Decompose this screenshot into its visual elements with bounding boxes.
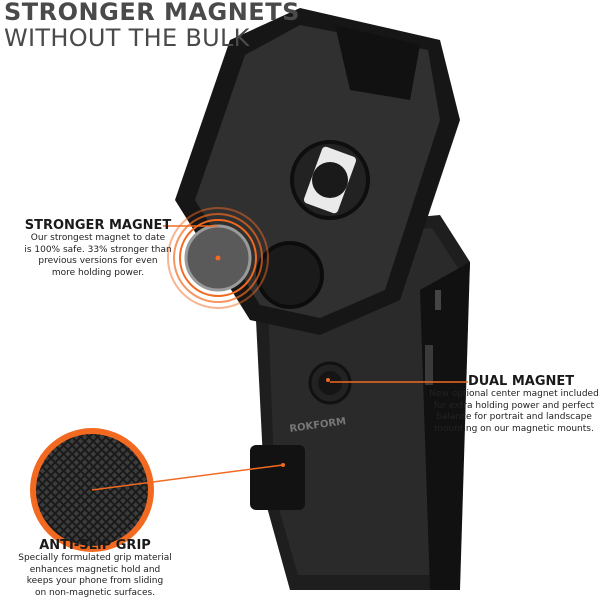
mount-socket	[290, 140, 370, 220]
callout-anti-slip-grip: ANTI-SLIP GRIP Specially formulated grip…	[10, 538, 180, 599]
callout-line: on non-magnetic surfaces.	[34, 587, 156, 598]
callout-title: DUAL MAGNET	[468, 374, 575, 389]
callout-title: ANTI-SLIP GRIP	[39, 538, 151, 553]
callout-line: for extra holding power and perfect	[433, 400, 595, 411]
callout-line: is 100% safe. 33% stronger than	[24, 244, 172, 255]
grip-pad	[250, 445, 305, 510]
callout-line: balance for portrait and landscape	[436, 412, 592, 422]
headline-secondary: WITHOUT THE BULK	[4, 24, 250, 52]
callout-line: Our strongest magnet to date	[30, 233, 166, 243]
leader-line	[91, 464, 284, 491]
callout-stronger-magnet: STRONGER MAGNET Our strongest magnet to …	[18, 218, 178, 279]
callout-line: more holding power.	[51, 267, 145, 278]
headline-primary: STRONGER MAGNETS	[4, 0, 300, 26]
callout-title: STRONGER MAGNET	[24, 218, 172, 233]
callout-line: previous versions for even	[38, 256, 158, 266]
callout-line: New optional center magnet included	[429, 389, 599, 399]
callout-dual-magnet: DUAL MAGNET New optional center magnet i…	[428, 374, 600, 435]
callout-line: enhances magnetic hold and	[29, 564, 161, 575]
callout-line: Specially formulated grip material	[18, 553, 172, 563]
callout-line: keeps your phone from sliding	[26, 576, 164, 586]
callout-line: mounting on our magnetic mounts.	[434, 423, 594, 434]
